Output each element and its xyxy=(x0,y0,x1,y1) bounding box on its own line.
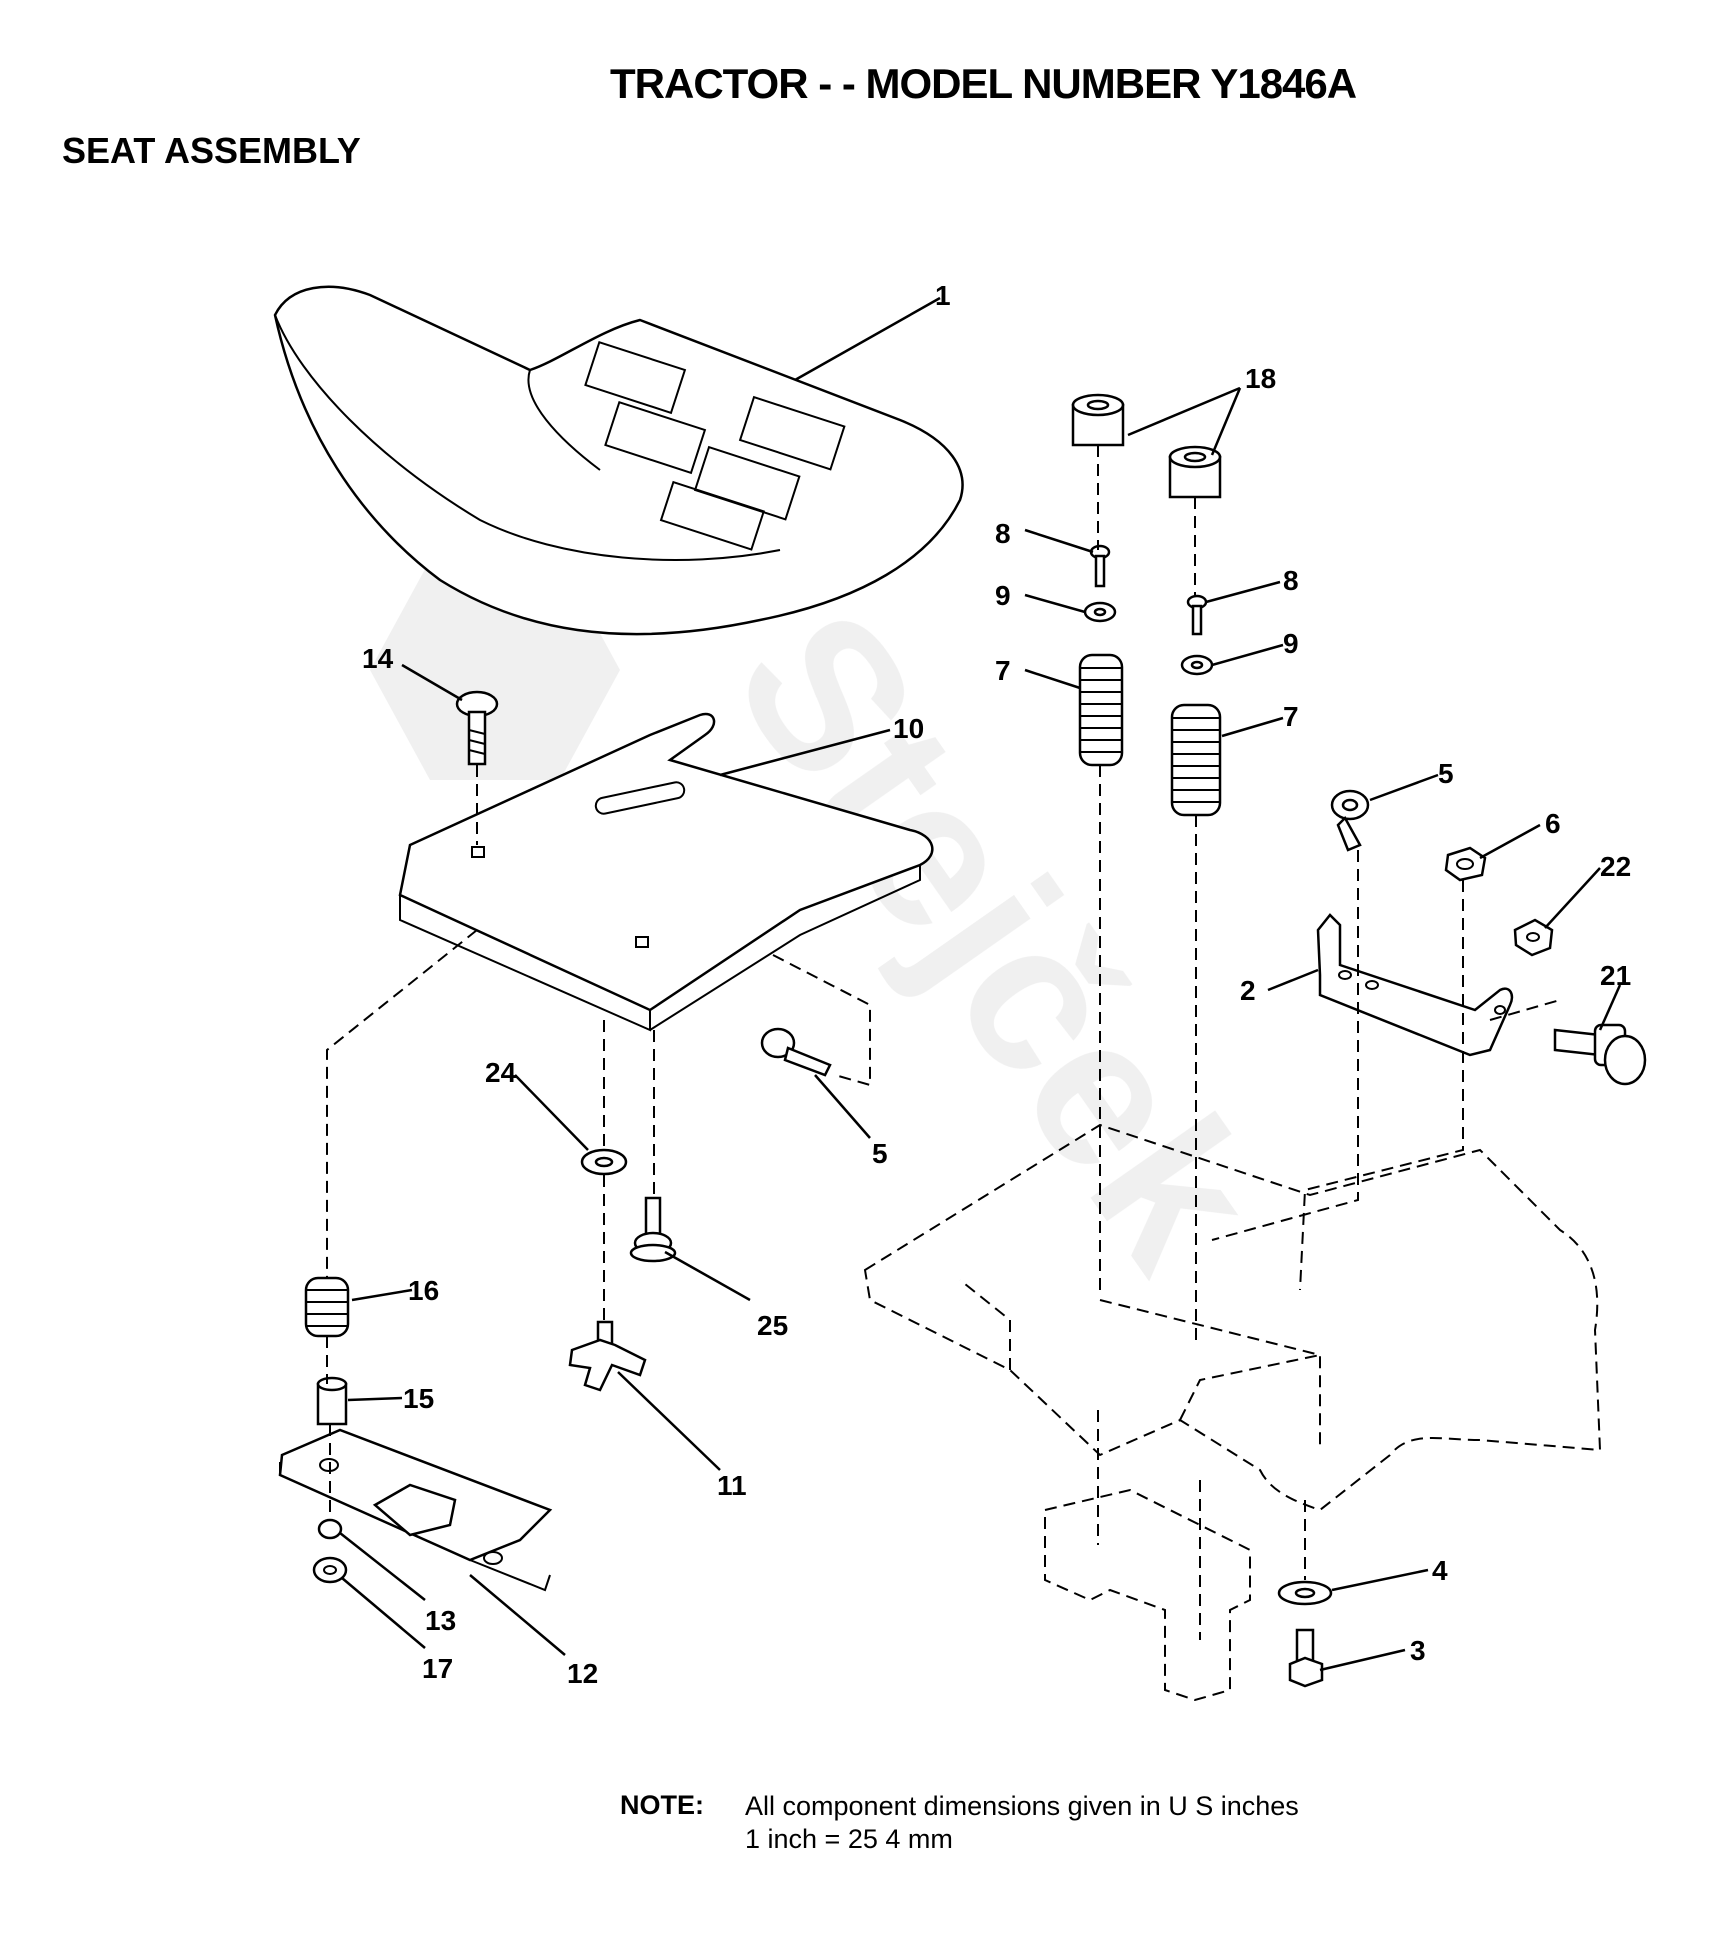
lock-nut-part xyxy=(312,1556,348,1584)
note-line-2: 1 inch = 25 4 mm xyxy=(745,1824,953,1854)
callout-11: 11 xyxy=(717,1470,747,1501)
seat-part xyxy=(273,285,964,636)
callout-17: 17 xyxy=(422,1653,453,1684)
washer-part-right xyxy=(1180,654,1214,676)
screw-part-left xyxy=(1089,544,1111,588)
callout-24: 24 xyxy=(485,1057,517,1088)
callout-13: 13 xyxy=(425,1605,456,1636)
coil-spring-part xyxy=(304,1276,350,1338)
clip-part-right xyxy=(1330,789,1370,852)
note-line-1: All component dimensions given in U S in… xyxy=(745,1791,1299,1821)
knob-part xyxy=(568,1320,647,1392)
callout-8-right: 8 xyxy=(1283,565,1299,596)
callout-3: 3 xyxy=(1410,1635,1426,1666)
dimension-note: NOTE: All component dimensions given in U… xyxy=(620,1790,1299,1856)
flat-washer-part xyxy=(580,1148,628,1176)
callout-12: 12 xyxy=(567,1658,598,1689)
washer-part-left xyxy=(1083,601,1117,623)
fender-washer-part xyxy=(1277,1580,1333,1606)
callout-1: 1 xyxy=(935,280,951,311)
hex-nut-part xyxy=(1513,918,1554,957)
callout-2: 2 xyxy=(1240,975,1256,1006)
callout-6: 6 xyxy=(1545,808,1561,839)
bracket-part xyxy=(1316,913,1514,1057)
page-title: TRACTOR - - MODEL NUMBER Y1846A xyxy=(610,60,1357,107)
callout-8-left: 8 xyxy=(995,518,1011,549)
leader-lines xyxy=(339,296,1622,1672)
seat-pan-part xyxy=(398,712,934,1032)
callout-22: 22 xyxy=(1600,851,1631,882)
note-label: NOTE: xyxy=(620,1790,704,1820)
screw-part-right xyxy=(1186,594,1208,636)
callout-9-right: 9 xyxy=(1283,628,1299,659)
flange-nut-part xyxy=(317,1518,343,1540)
locknut-part xyxy=(1444,846,1487,882)
spring-part-right xyxy=(1170,703,1222,817)
callout-21: 21 xyxy=(1600,960,1631,991)
callout-25: 25 xyxy=(757,1310,788,1341)
callout-5-right: 5 xyxy=(1438,758,1454,789)
fender-outline xyxy=(863,1123,1602,1702)
spring-part-left xyxy=(1078,653,1124,767)
spacer-part-right xyxy=(1168,445,1222,499)
callout-7-left: 7 xyxy=(995,655,1011,686)
note-body: All component dimensions given in U S in… xyxy=(745,1790,1299,1856)
callout-7-right: 7 xyxy=(1283,701,1299,732)
carriage-bolt-part xyxy=(455,690,499,766)
callout-14: 14 xyxy=(362,643,394,674)
clip-part-left xyxy=(760,1027,832,1077)
callout-16: 16 xyxy=(408,1275,439,1306)
slide-plate-part xyxy=(278,1428,553,1592)
hex-bolt-part xyxy=(1288,1628,1324,1688)
spacer-part-left xyxy=(1071,393,1125,447)
shoulder-bolt-part xyxy=(1553,1023,1647,1086)
callout-9-left: 9 xyxy=(995,580,1011,611)
callout-4: 4 xyxy=(1432,1555,1448,1586)
section-title: SEAT ASSEMBLY xyxy=(62,130,361,171)
callout-15: 15 xyxy=(403,1383,434,1414)
callout-10: 10 xyxy=(893,713,924,744)
assembly-lines xyxy=(326,445,1561,1640)
hex-screw-part xyxy=(629,1196,677,1263)
bushing-part xyxy=(316,1376,348,1426)
callout-18: 18 xyxy=(1245,363,1276,394)
callout-5-left: 5 xyxy=(872,1138,888,1169)
